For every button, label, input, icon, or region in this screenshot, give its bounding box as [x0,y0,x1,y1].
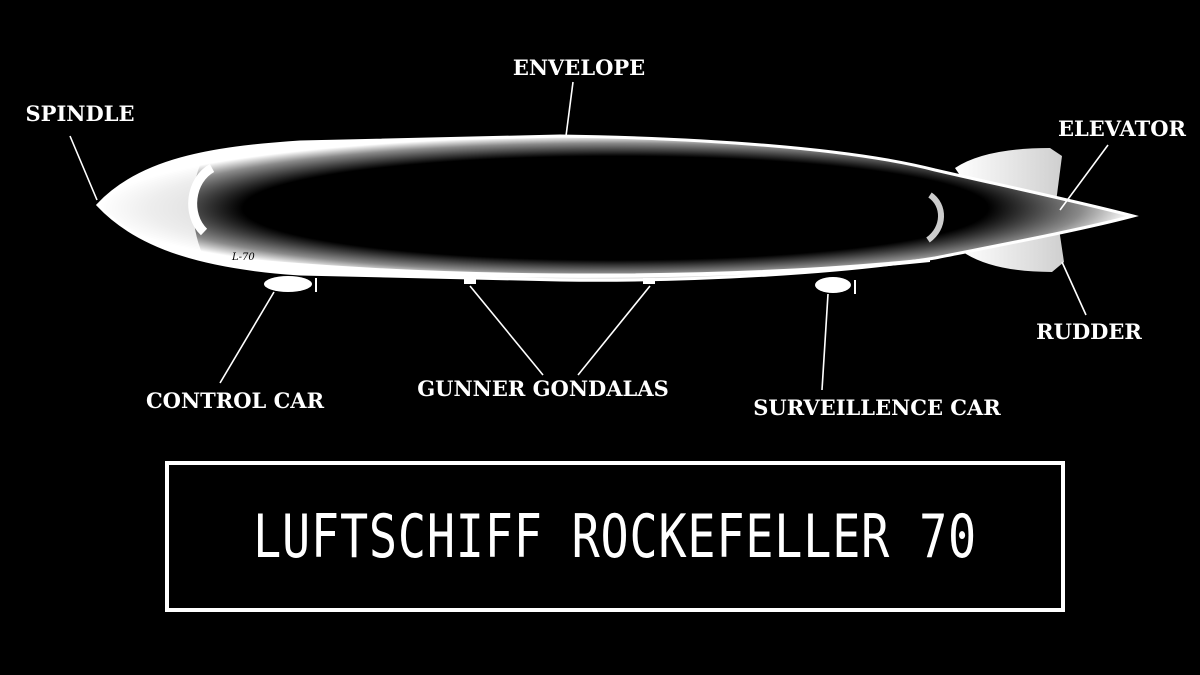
label-spindle: SPINDLE [26,101,135,126]
airship-envelope [98,136,1133,281]
gunner-gondola-left [464,278,476,284]
belly-highlight [210,255,930,278]
title-plate: LUFTSCHIFF ROCKEFELLER 70 [165,461,1065,612]
envelope-leader [565,81,574,137]
surveillance-car-leader [821,293,829,391]
hull-marking: L-70 [231,252,255,263]
control-car [264,276,317,292]
surveillance-car [815,277,856,294]
nose-ring [188,164,215,236]
control-car-body [264,276,312,292]
label-elevator: ELEVATOR [1058,116,1187,141]
envelope-outline [95,134,1139,282]
spindle-leader [69,135,98,201]
surveillance-car-body [815,277,851,293]
label-surveillance-car: SURVEILLENCE CAR [753,395,1001,420]
nose-cone [98,155,205,260]
gunner-gondola-right-leader [577,285,651,376]
gunner-gondola-right [643,278,655,284]
label-control-car: CONTROL CAR [146,388,325,413]
label-gunner-gondolas: GUNNER GONDALAS [417,376,669,401]
tail-ring [926,192,944,243]
diagram-title: LUFTSCHIFF ROCKEFELLER 70 [253,501,977,572]
gunner-gondola-left-leader [469,285,544,376]
elevator-leader [1059,144,1109,211]
rudder-leader [1061,261,1087,316]
control-car-leader [219,291,275,384]
label-envelope: ENVELOPE [513,55,645,80]
label-rudder: RUDDER [1036,319,1142,344]
